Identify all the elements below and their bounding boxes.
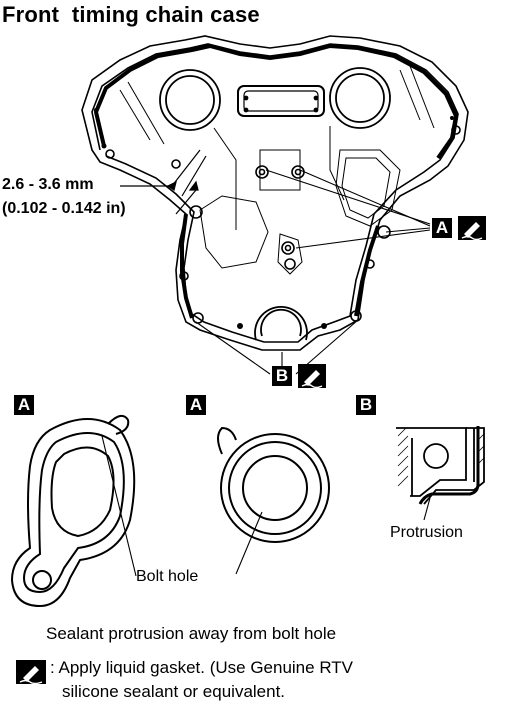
legend-line-1: : Apply liquid gasket. (Use Genuine RTV <box>50 658 354 677</box>
protrusion-label: Protrusion <box>390 524 463 541</box>
detail-a-right <box>217 426 330 543</box>
sealant-bead-top <box>93 43 459 160</box>
bead-width-inch: (0.102 - 0.142 in) <box>2 200 126 217</box>
detail-a-right-badge: A <box>186 395 206 415</box>
detail-b-badge: B <box>356 395 376 415</box>
callout-b-badge: B <box>272 366 292 386</box>
detail-a-left <box>10 414 136 608</box>
bead-width-mm: 2.6 - 3.6 mm <box>2 176 94 193</box>
detail-a-left-badge: A <box>14 395 34 415</box>
liquid-gasket-icon <box>298 364 326 389</box>
bolt-hole-label: Bolt hole <box>136 568 199 585</box>
sealant-note: Sealant protrusion away from bolt hole <box>46 624 337 643</box>
liquid-gasket-icon <box>16 660 46 685</box>
detail-b <box>396 426 485 505</box>
callout-a-badge: A <box>432 218 452 238</box>
case-outline <box>81 35 469 351</box>
legend-line-2: silicone sealant or equivalent. <box>62 682 286 701</box>
liquid-gasket-icon <box>458 216 486 241</box>
page-title: Front timing chain case <box>2 2 260 27</box>
